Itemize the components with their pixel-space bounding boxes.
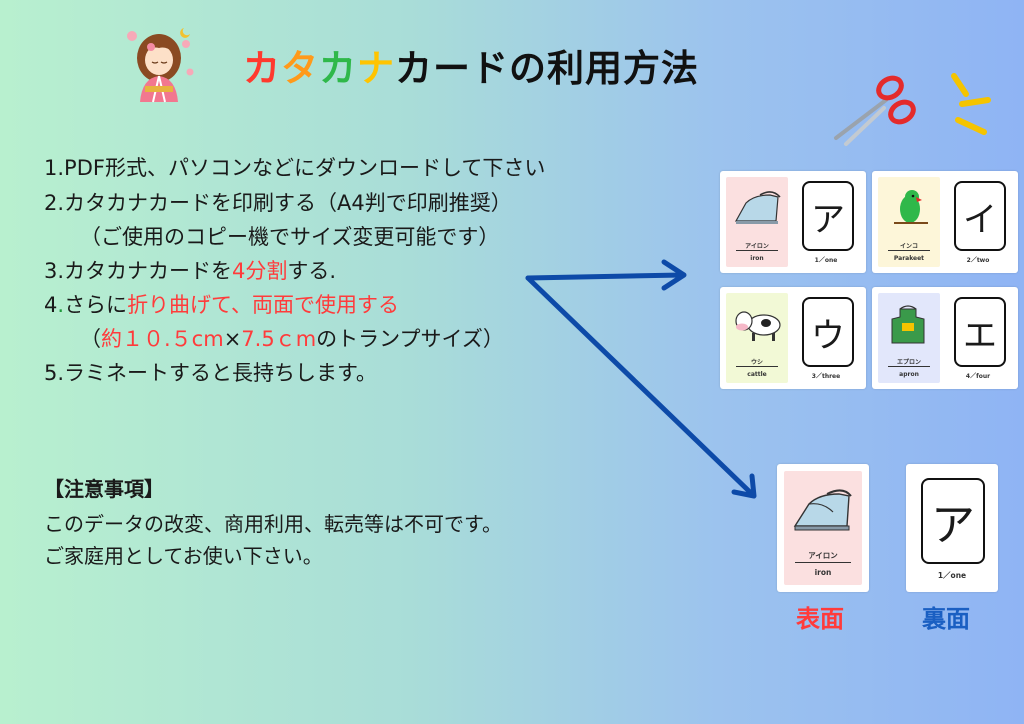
card-word: Parakeet: [893, 255, 925, 262]
card-kana-box: ウ: [802, 297, 854, 367]
large-card-word: iron: [814, 568, 832, 577]
arrow-to-cards: [525, 272, 685, 281]
kimono-girl-icon: [127, 28, 194, 103]
cow-icon: [735, 311, 781, 341]
card-divider: [736, 366, 778, 367]
card-1: アイロン iron ア 1／one: [720, 171, 866, 273]
step-2: 2.カタカナカードを印刷する（A4判で印刷推奨）: [44, 188, 512, 218]
size-open-paren: （: [80, 327, 101, 351]
back-label: 裏面: [922, 605, 970, 633]
step-3-highlight: 4分割: [232, 259, 288, 283]
card-kana-box: ア: [802, 181, 854, 251]
notes-heading: 【注意事項】: [44, 477, 164, 501]
title-char-4: ナ: [357, 47, 395, 90]
step-5: 5.ラミネートすると長持ちします。: [44, 358, 377, 388]
card-number: 2／two: [966, 257, 990, 264]
title-char-3: カ: [319, 47, 357, 90]
card-divider: [888, 250, 930, 251]
notes-line-2: ご家庭用としてお使い下さい。: [44, 544, 323, 568]
card-3: ウシ cattle ウ 3／three: [720, 287, 866, 389]
parakeet-icon: [894, 190, 928, 224]
card-word-kana: アイロン: [745, 243, 769, 250]
step-3-text: 3.カタカナカードを: [44, 259, 233, 283]
arrow-to-large-card-head: [731, 473, 757, 499]
card-word-kana: ウシ: [750, 359, 763, 366]
large-card-kana: ア: [931, 500, 975, 551]
step-1: 1.PDF形式、パソコンなどにダウンロードして下さい: [44, 153, 545, 183]
title-char-2: タ: [281, 47, 319, 90]
size-times: ×: [223, 327, 242, 351]
card-divider: [888, 366, 930, 367]
step-4-highlight: 折り曲げて、両面で使用する: [127, 293, 400, 317]
large-card-number: 1／one: [937, 571, 967, 580]
large-card-word-kana: アイロン: [808, 551, 838, 560]
card-word: apron: [899, 371, 919, 378]
page-title: カタカナカードの利用方法: [243, 38, 699, 92]
card-kana-box: イ: [954, 181, 1006, 251]
card-word: iron: [750, 255, 764, 262]
step-2-text: 2.カタカナカードを印刷する（A4判で印刷推奨）: [44, 191, 512, 215]
step-4-dot: .: [57, 293, 65, 317]
scissors-icon: [834, 75, 916, 146]
step-4-text: さらに: [64, 293, 128, 317]
step-2-note: （ご使用のコピー機でサイズ変更可能です）: [80, 222, 499, 252]
step-1-text: 1.PDF形式、パソコンなどにダウンロードして下さい: [44, 156, 546, 180]
card-number: 1／one: [814, 257, 838, 264]
card-word-kana: エプロン: [896, 359, 921, 366]
card-panel: [726, 293, 788, 383]
card-kana: ウ: [811, 315, 845, 356]
iron-icon: [734, 191, 781, 224]
card-number: 4／four: [965, 373, 991, 380]
notes-line-1: このデータの改変、商用利用、転売等は不可です。: [44, 512, 502, 536]
card-kana: ア: [811, 199, 845, 240]
card-word: cattle: [747, 371, 767, 378]
size-height: 7.5ｃm: [241, 327, 317, 351]
step-3: 3.カタカナカードを4分割する.: [44, 256, 336, 286]
card-kana-box: エ: [954, 297, 1006, 367]
card-kana: エ: [963, 315, 997, 356]
large-card-front: アイロン iron: [777, 464, 869, 592]
size-text: のトランプサイズ）: [316, 327, 504, 351]
size-width: 約１０.５cm: [101, 327, 224, 351]
step-5-text: 5.ラミネートすると長持ちします。: [44, 361, 377, 385]
apron-icon: [891, 305, 925, 344]
large-card-divider: [795, 562, 851, 563]
iron-icon: [793, 489, 852, 531]
step-4-number: 4: [44, 293, 58, 317]
spark-icon: [951, 73, 991, 135]
step-2-note-text: （ご使用のコピー機でサイズ変更可能です）: [80, 225, 500, 249]
step-4-size: （約１０.５cm×7.5ｃmのトランプサイズ）: [80, 324, 504, 354]
card-4: エプロン apron エ 4／four: [872, 287, 1018, 389]
step-3-text-end: する.: [287, 259, 337, 283]
large-card-kana-box: ア: [921, 478, 985, 564]
card-kana: イ: [963, 199, 997, 240]
large-card-back: ア 1／one: [906, 464, 998, 592]
card-divider: [736, 250, 778, 251]
card-word-kana: インコ: [899, 243, 918, 250]
title-rest: カードの利用方法: [395, 47, 699, 90]
arrow-to-cards-head: [661, 259, 687, 291]
arrow-to-large-card: [525, 275, 755, 497]
front-label: 表面: [796, 605, 844, 633]
title-char-1: カ: [243, 47, 281, 90]
card-number: 3／three: [811, 373, 841, 380]
step-4: 4.さらに折り曲げて、両面で使用する: [44, 290, 399, 320]
card-2: インコ Parakeet イ 2／two: [872, 171, 1018, 273]
